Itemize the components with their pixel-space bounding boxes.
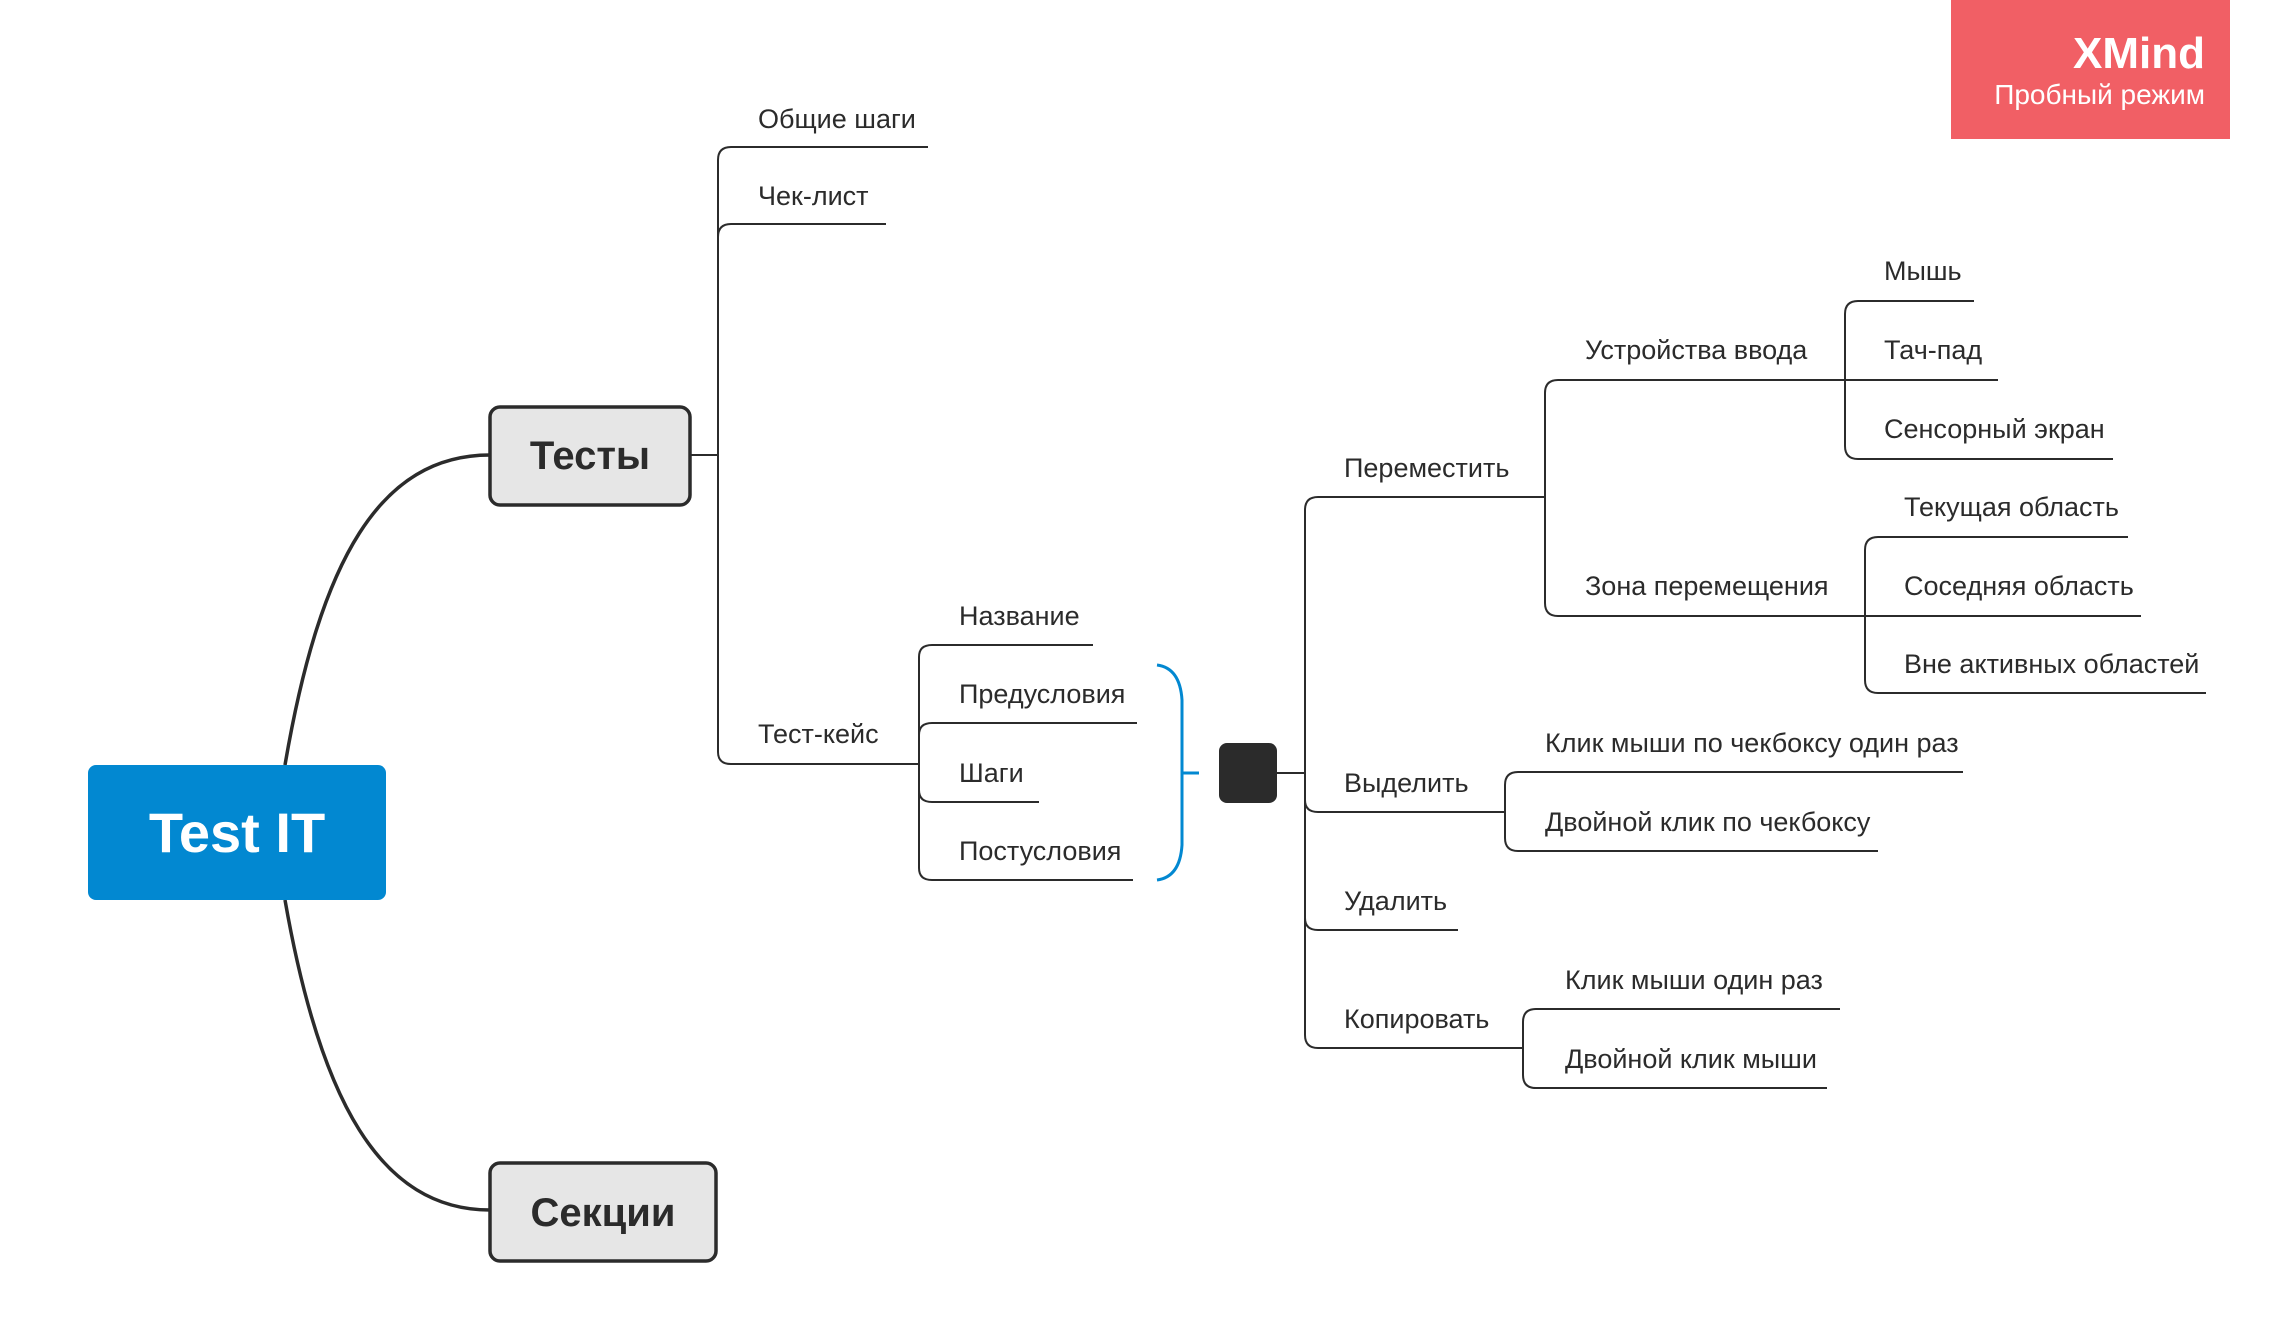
topic-touchpad[interactable]: Тач-пад — [1884, 335, 1982, 365]
topic-copy-click-once[interactable]: Клик мыши один раз — [1565, 965, 1823, 995]
topic-test-case[interactable]: Тест-кейс — [758, 719, 879, 749]
central-topic-label: Test IT — [149, 801, 325, 864]
main-topic-tests[interactable]: Тесты — [488, 405, 692, 507]
topic-name[interactable]: Название — [959, 601, 1080, 631]
topic-mouse[interactable]: Мышь — [1884, 256, 1962, 286]
topic-preconditions[interactable]: Предусловия — [959, 679, 1125, 709]
topic-copy-double-click[interactable]: Двойной клик мыши — [1565, 1044, 1817, 1074]
topic-postconditions[interactable]: Постусловия — [959, 836, 1121, 866]
central-topic-box[interactable] — [88, 765, 386, 900]
topic-outside-active-areas[interactable]: Вне активных областей — [1904, 649, 2199, 679]
central-topic[interactable]: Test IT — [88, 765, 386, 900]
connector-tests — [283, 453, 491, 766]
watermark-title: XMind — [2073, 29, 2205, 78]
branch-lines — [690, 146, 2206, 1089]
central-connectors — [283, 453, 491, 1212]
main-topic-tests-label: Тесты — [530, 434, 650, 478]
summary-node[interactable] — [1219, 743, 1277, 803]
topic-select-double-click[interactable]: Двойной клик по чекбоксу — [1545, 807, 1871, 837]
watermark-subtitle: Пробный режим — [1994, 79, 2205, 110]
topic-delete[interactable]: Удалить — [1344, 886, 1447, 916]
topic-select-click-once[interactable]: Клик мыши по чекбоксу один раз — [1545, 728, 1959, 758]
topic-steps[interactable]: Шаги — [959, 758, 1024, 788]
topic-move-zone[interactable]: Зона перемещения — [1585, 571, 1829, 601]
connector-sections — [283, 899, 491, 1212]
trial-watermark[interactable]: XMind Пробный режим — [1951, 0, 2230, 139]
main-topic-tests-box[interactable] — [488, 405, 692, 507]
summary-bracket — [1156, 663, 1199, 882]
topic-select[interactable]: Выделить — [1344, 768, 1469, 798]
main-topic-sections-box[interactable] — [488, 1161, 718, 1263]
main-topic-sections-label: Секции — [531, 1191, 676, 1235]
topic-general-steps[interactable]: Общие шаги — [758, 104, 916, 134]
topic-move[interactable]: Переместить — [1344, 453, 1509, 483]
topic-input-devices[interactable]: Устройства ввода — [1585, 335, 1808, 365]
main-topic-sections[interactable]: Секции — [488, 1161, 718, 1263]
topic-copy[interactable]: Копировать — [1344, 1004, 1489, 1034]
topic-checklist[interactable]: Чек-лист — [758, 181, 869, 211]
topic-adjacent-area[interactable]: Соседняя область — [1904, 571, 2134, 601]
topic-current-area[interactable]: Текущая область — [1904, 492, 2119, 522]
topic-touchscreen[interactable]: Сенсорный экран — [1884, 414, 2105, 444]
